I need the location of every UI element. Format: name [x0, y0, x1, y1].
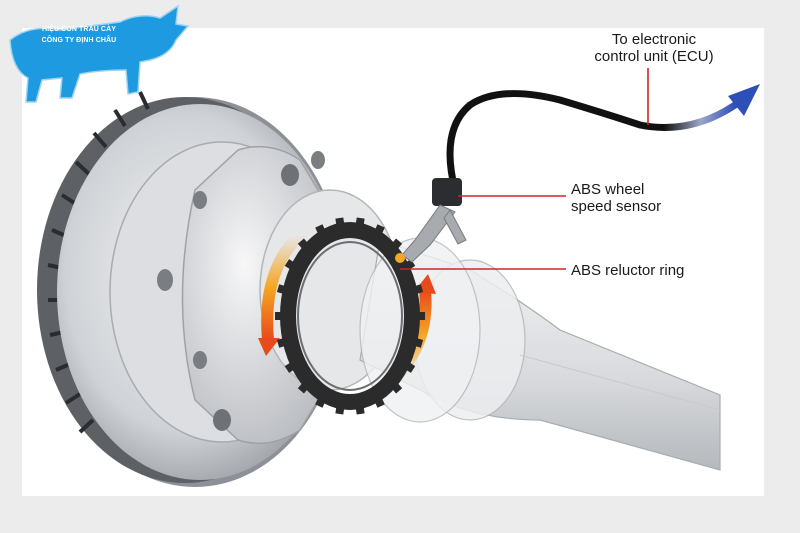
reluctor-tooth [276, 337, 287, 348]
reluctor-tooth [276, 284, 287, 295]
logo-line-1: HIỆU CON TRÂU CÀY [41, 26, 117, 33]
reluctor-tooth [390, 382, 403, 394]
abs-sensor [395, 84, 760, 263]
reluctor-tooth [275, 312, 283, 320]
reluctor-tooth [374, 397, 385, 408]
ecu-label-line-1: To electronic [611, 31, 697, 48]
reluctor-tooth [374, 224, 385, 235]
reluctor-tooth [335, 217, 345, 227]
sensor-label-line-1: ABS wheel [571, 181, 645, 198]
reluctor-tooth [413, 337, 424, 348]
reluctor-tooth [390, 238, 403, 250]
ecu-label-line-2: control unit (ECU) [594, 48, 714, 65]
ring-label: ABS reluctor ring [571, 262, 685, 279]
reluctor-tooth [297, 382, 310, 394]
reluctor-ring-inner [297, 241, 403, 391]
logo-text: HIỆU CON TRÂU CÀY CÔNG TY ĐỊNH CHÂU [24, 24, 134, 46]
ecu-label: To electronic control unit (ECU) [584, 31, 724, 65]
signal-arrow-icon [728, 84, 760, 116]
reluctor-tooth [315, 224, 326, 235]
reluctor-ring [275, 217, 425, 415]
reluctor-tooth [413, 284, 424, 295]
reluctor-tooth [355, 405, 365, 415]
reluctor-tooth [355, 217, 365, 227]
brand-logo [9, 4, 190, 103]
reluctor-tooth [315, 397, 326, 408]
logo-line-2: CÔNG TY ĐỊNH CHÂU [41, 37, 117, 44]
reluctor-tooth [417, 312, 425, 320]
reluctor-tooth [284, 361, 296, 373]
reluctor-tooth [284, 259, 296, 271]
sensor-label-line-2: speed sensor [571, 198, 662, 215]
reluctor-tooth [335, 405, 345, 415]
rotation-arrow-down-icon [258, 338, 280, 356]
sensor-wire [446, 90, 739, 194]
sensor-label: ABS wheel speed sensor [571, 181, 661, 215]
leader-lines [400, 68, 649, 270]
reluctor-tooth [404, 361, 416, 373]
reluctor-tooth [297, 238, 310, 250]
reluctor-ring-band [280, 222, 420, 410]
